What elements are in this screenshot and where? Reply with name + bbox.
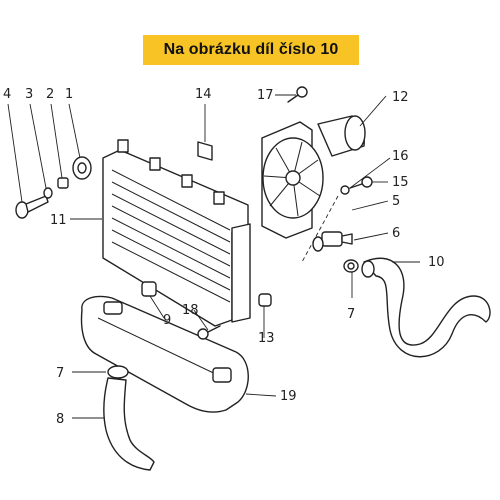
leader-lines [7,94,420,419]
callout-16: 16 [392,149,409,164]
callout-7-lower: 7 [56,366,64,381]
grommet-1[interactable] [72,156,92,180]
washer-3[interactable] [43,187,53,199]
cooling-fan[interactable] [261,115,366,239]
bolt-18[interactable] [197,325,221,340]
clamp-7-lower[interactable] [107,365,129,379]
hose-8[interactable] [103,377,155,471]
callout-6: 6 [392,226,400,241]
callout-14: 14 [195,87,212,102]
hose-10[interactable] [361,257,491,358]
callout-11: 11 [50,213,67,228]
callout-9: 9 [163,313,171,328]
fitting-13[interactable] [258,293,272,307]
bolt-4[interactable] [15,195,49,219]
screw-17[interactable] [287,86,308,103]
bracket-14[interactable] [197,141,213,161]
callout-17: 17 [257,88,274,103]
callout-12: 12 [392,90,409,105]
callout-18: 18 [182,303,199,318]
callout-5: 5 [392,194,400,209]
callout-13: 13 [258,331,275,346]
washer-16[interactable] [340,185,350,195]
clamp-7-upper[interactable] [343,259,359,273]
expansion-tank-19[interactable] [80,295,249,413]
highlight-banner: Na obrázku díl číslo 10 [143,35,359,65]
callout-3: 3 [25,87,33,102]
callout-1: 1 [65,87,73,102]
radiator[interactable] [102,139,251,327]
callout-19: 19 [280,389,297,404]
callout-2: 2 [46,87,54,102]
callout-7-upper: 7 [347,307,355,322]
cable-5 [301,195,339,263]
callout-10: 10 [428,255,445,270]
callout-15: 15 [392,175,409,190]
callout-labels: 4 3 2 1 14 17 12 16 15 5 6 10 11 9 18 13… [3,87,445,427]
screw-15[interactable] [349,176,373,189]
callout-4: 4 [3,87,11,102]
callout-8: 8 [56,412,64,427]
temp-sensor-6[interactable] [312,231,353,252]
spacer-2[interactable] [57,177,69,189]
